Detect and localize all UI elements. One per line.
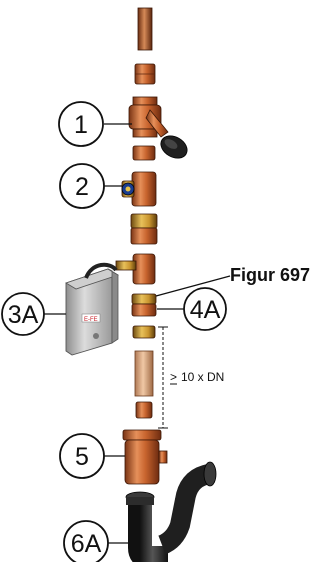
leader-figur [155,275,231,297]
brass-nut-3 [130,227,158,245]
figure-reference: Figur 697 [230,265,310,285]
dimension-symbol: > [170,370,177,384]
tee-part-2 [121,171,157,207]
straight-pipe-section [134,350,154,397]
callout-3a: 3A [1,292,45,336]
callout-4a-label: 4A [190,296,221,324]
callout-4a: 4A [183,287,227,331]
actuator-brand: E-FE [84,317,98,323]
dimension-label: 10 x DN [181,370,224,384]
brass-nut-4 [132,325,156,339]
callout-5: 5 [59,433,105,479]
copper-nut-5 [135,401,153,419]
callout-2: 2 [59,163,105,209]
siphon-part-6a [125,461,217,562]
callout-2-label: 2 [75,173,89,201]
brass-nut-1 [132,145,156,161]
collector-part-5 [122,429,168,485]
top-copper-pipe [137,7,153,51]
callout-1-label: 1 [74,111,88,139]
callout-3a-label: 3A [8,301,39,329]
fitting-4a-lower [131,303,157,317]
callout-5-label: 5 [75,443,89,471]
callout-6a-label: 6A [71,530,102,558]
callout-1: 1 [58,101,104,147]
callout-6a: 6A [63,520,109,562]
brass-nut-2 [130,213,158,229]
dimension-indicator: > 10 x DN [158,326,224,429]
valve-part-1 [128,96,188,159]
actuator-valve-part-3a: E-FE [65,253,156,356]
fitting-4a-upper [131,293,157,305]
